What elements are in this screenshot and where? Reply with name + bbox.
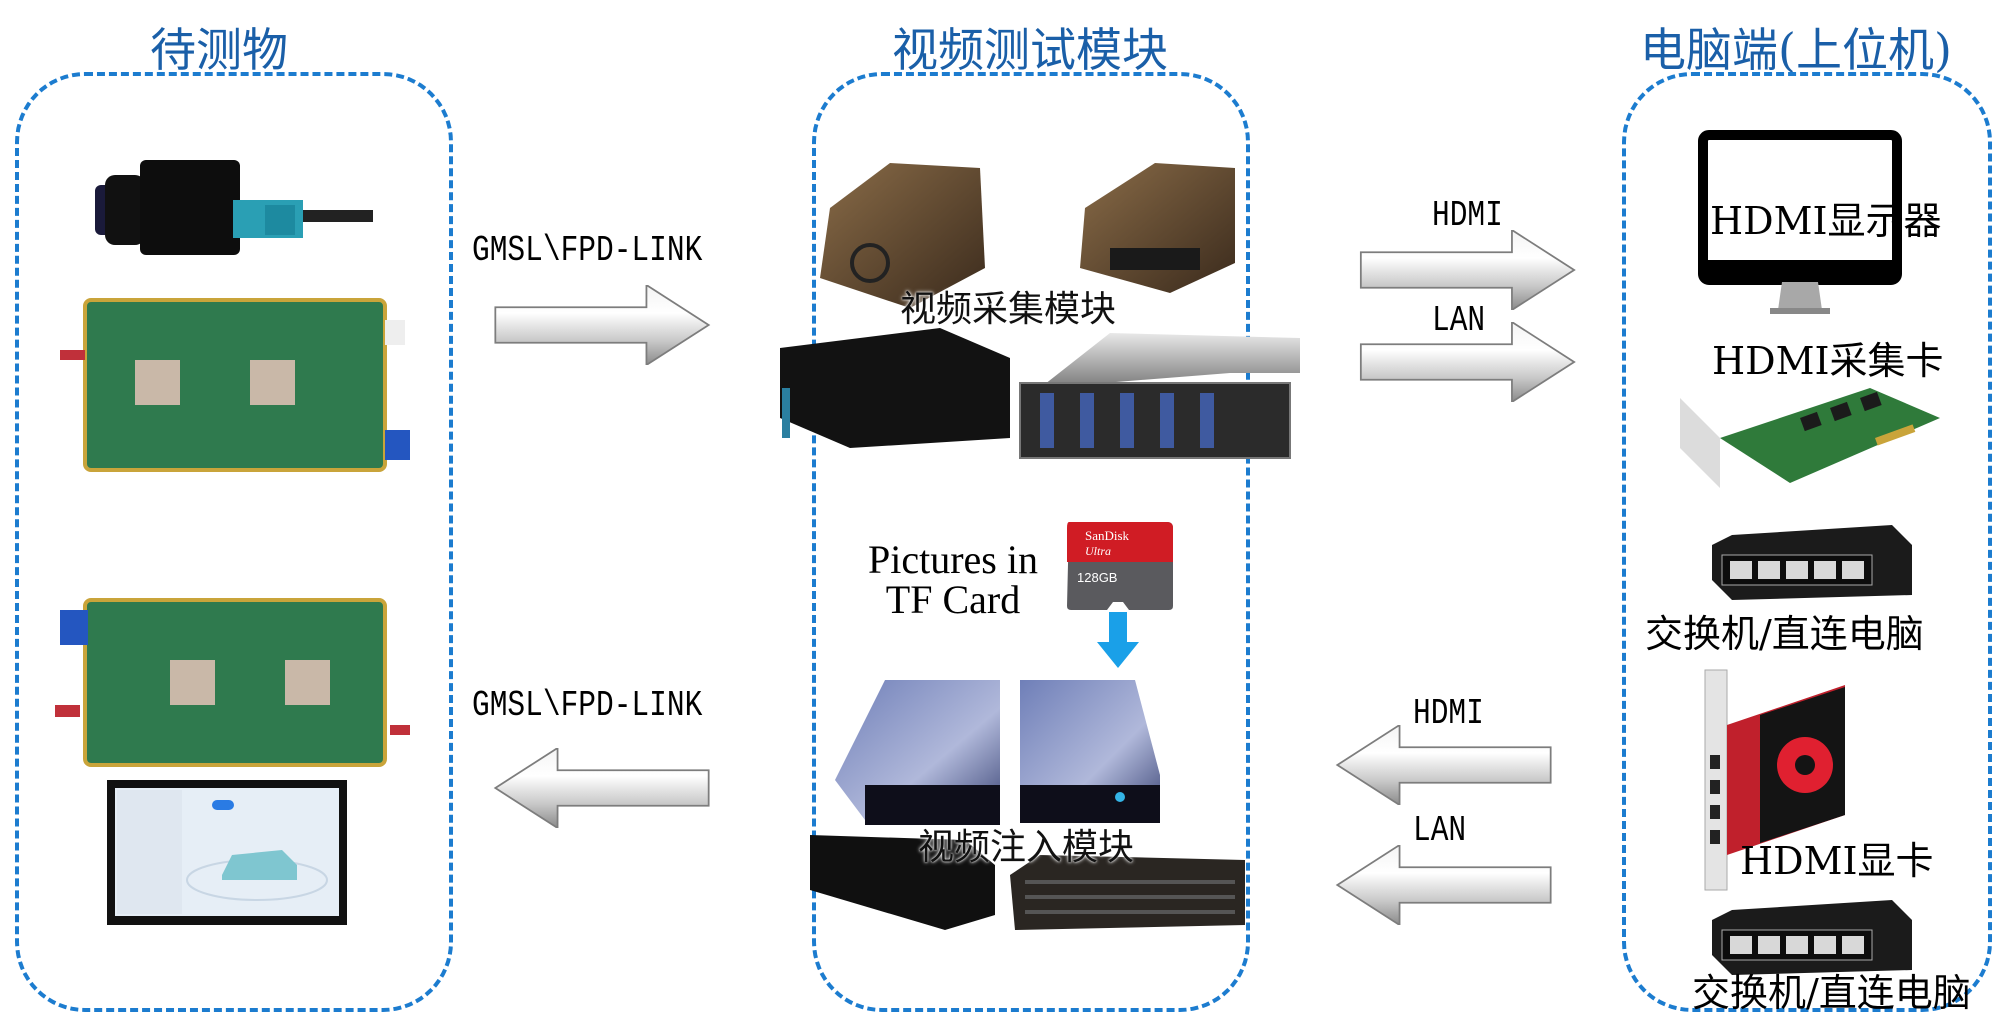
link-label-capture-to-pc-lan: LAN (1432, 300, 1486, 341)
arrow-left-icon (1336, 725, 1552, 805)
video-test-module-group-box (812, 72, 1250, 1012)
monitor-label: HDMI显示器 (1710, 199, 1942, 243)
dut-group-box (15, 72, 453, 1012)
car-display-image (107, 780, 347, 925)
tf-card-caption: Pictures in TF Card (868, 540, 1038, 620)
capture-module-label: 视频采集模块 (900, 289, 1117, 330)
injection-module-devices-image (810, 680, 1245, 930)
dut-section-title: 待测物 (150, 23, 288, 77)
sd-card-image: SanDisk Ultra 128GB (1067, 522, 1173, 610)
arrow-right-icon (1359, 322, 1576, 402)
video-test-module-title: 视频测试模块 (892, 23, 1168, 77)
camera-image (95, 160, 373, 255)
pc-host-section-title: 电脑端(上位机) (1640, 23, 1952, 77)
arrow-right-icon (1359, 230, 1576, 310)
monitor-icon (1698, 130, 1902, 314)
tf-card-caption-line2: TF Card (885, 577, 1021, 622)
capture-card-image (1680, 388, 1940, 488)
arrow-left-icon (1336, 845, 1552, 925)
injection-module-label: 视频注入模块 (918, 827, 1135, 868)
arrow-right-icon (494, 285, 710, 365)
controller-board-image-2 (55, 598, 410, 767)
capture-card-label: HDMI采集卡 (1712, 339, 1944, 383)
arrow-left-icon (494, 748, 710, 828)
network-switch-image-1 (1712, 525, 1912, 601)
switch-label-1: 交换机/直连电脑 (1645, 612, 1924, 656)
link-label-capture-to-pc-hdmi: HDMI (1432, 195, 1503, 236)
graphics-card-image (1704, 669, 1845, 891)
sd-card-model: Ultra (1085, 544, 1111, 558)
link-label-dut-to-capture: GMSL\FPD-LINK (472, 230, 703, 271)
sd-card-capacity: 128GB (1077, 570, 1117, 585)
pc-host-group-box (1622, 72, 1992, 1012)
sd-card-brand: SanDisk (1085, 528, 1130, 543)
link-label-pc-to-injection-hdmi: HDMI (1413, 693, 1484, 734)
link-label-injection-to-dut: GMSL\FPD-LINK (472, 685, 703, 726)
graphics-card-label: HDMI显卡 (1740, 839, 1934, 883)
tf-card-caption-line1: Pictures in (868, 537, 1038, 582)
arrow-down-icon (1097, 612, 1139, 668)
switch-label-2: 交换机/直连电脑 (1692, 971, 1971, 1015)
capture-module-devices-image (780, 163, 1300, 459)
controller-board-image-1 (60, 298, 410, 472)
link-label-pc-to-injection-lan: LAN (1413, 810, 1467, 851)
